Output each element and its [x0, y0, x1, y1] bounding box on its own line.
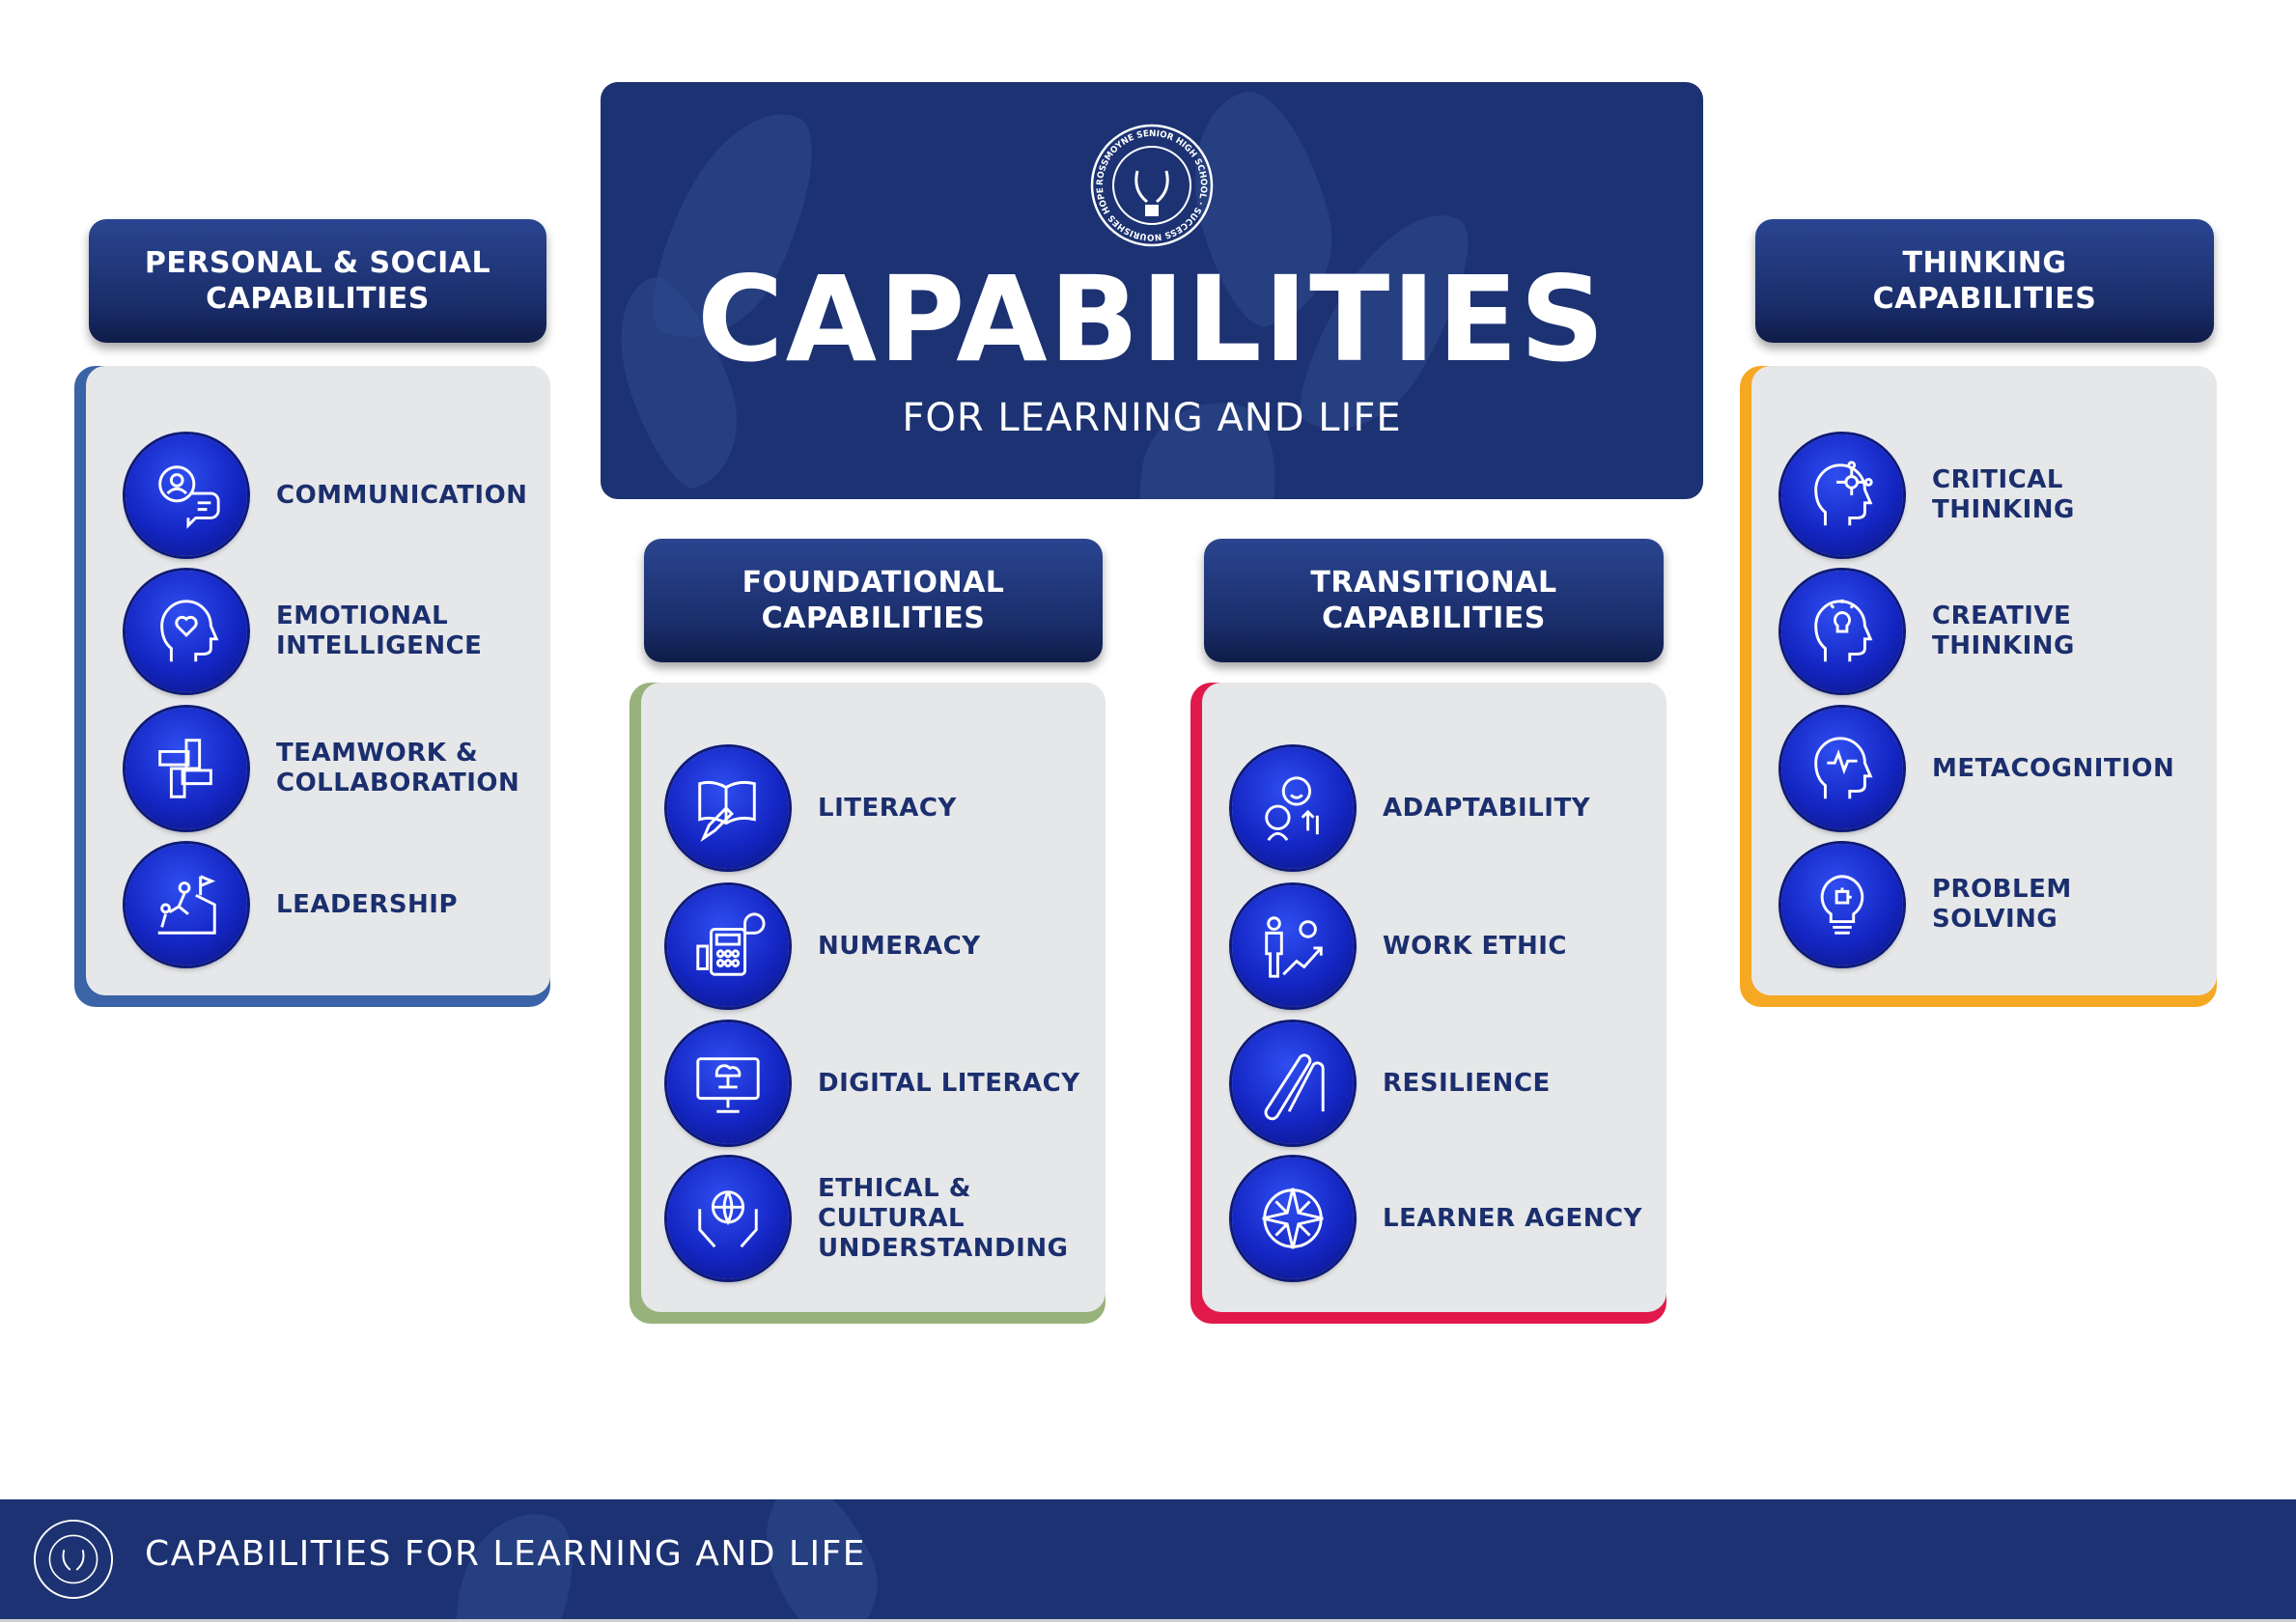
hands-together-icon — [126, 708, 247, 829]
capability-item: COMMUNICATION — [126, 434, 528, 556]
capability-label: LEADERSHIP — [276, 889, 459, 919]
heading-transitional: TRANSITIONAL CAPABILITIES — [1204, 539, 1664, 662]
capability-label: EMOTIONAL INTELLIGENCE — [276, 601, 483, 660]
capability-item: WORK ETHIC — [1232, 885, 1567, 1007]
monitor-cloud-icon — [667, 1022, 789, 1144]
capability-label: WORK ETHIC — [1383, 931, 1568, 961]
title-banner: ROSSMOYNE SENIOR HIGH SCHOOL · SUCCESS N… — [601, 82, 1703, 499]
capability-label: DIGITAL LITERACY — [818, 1068, 1080, 1098]
capability-label: CRITICAL THINKING — [1932, 465, 2075, 524]
capability-item: ETHICAL & CULTURAL UNDERSTANDING — [667, 1158, 1107, 1279]
capability-item: LEARNER AGENCY — [1232, 1158, 1642, 1279]
page-subtitle: FOR LEARNING AND LIFE — [902, 396, 1402, 440]
climb-flag-icon — [126, 844, 247, 965]
capability-item: PROBLEM SOLVING — [1781, 844, 2202, 965]
capability-item: CREATIVE THINKING — [1781, 571, 2202, 692]
footer-text: CAPABILITIES FOR LEARNING AND LIFE — [145, 1534, 867, 1574]
school-crest-logo: ROSSMOYNE SENIOR HIGH SCHOOL · SUCCESS N… — [1090, 124, 1214, 247]
capability-item: RESILIENCE — [1232, 1022, 1551, 1144]
capability-item: NUMERACY — [667, 885, 981, 1007]
bent-bars-icon — [1232, 1022, 1354, 1144]
heading-personal-social: PERSONAL & SOCIAL CAPABILITIES — [89, 219, 546, 343]
capability-item: TEAMWORK & COLLABORATION — [126, 708, 520, 829]
capability-label: TEAMWORK & COLLABORATION — [276, 739, 520, 797]
capability-label: ADAPTABILITY — [1383, 793, 1591, 823]
compass-icon — [1232, 1158, 1354, 1279]
capability-label: LITERACY — [818, 793, 957, 823]
capability-label: LEARNER AGENCY — [1383, 1203, 1642, 1233]
head-bulb-icon — [1781, 571, 1903, 692]
capability-label: ETHICAL & CULTURAL UNDERSTANDING — [818, 1173, 1069, 1263]
speech-person-icon — [126, 434, 247, 556]
capability-item: LEADERSHIP — [126, 844, 458, 965]
footer-crest-logo — [33, 1519, 114, 1600]
capability-label: RESILIENCE — [1383, 1068, 1551, 1098]
bottom-divider — [0, 1619, 2296, 1622]
person-growth-icon — [1232, 885, 1354, 1007]
capability-item: DIGITAL LITERACY — [667, 1022, 1080, 1144]
capability-label: COMMUNICATION — [276, 480, 528, 510]
capability-label: METACOGNITION — [1932, 753, 2175, 783]
book-pencil-icon — [667, 747, 789, 869]
heading-thinking: THINKING CAPABILITIES — [1755, 219, 2214, 343]
calculator-icon — [667, 885, 789, 1007]
capability-item: EMOTIONAL INTELLIGENCE — [126, 571, 498, 692]
page-title: CAPABILITIES — [697, 251, 1607, 388]
globe-hands-icon — [667, 1158, 789, 1279]
head-heart-icon — [126, 571, 247, 692]
heading-foundational: FOUNDATIONAL CAPABILITIES — [644, 539, 1103, 662]
capability-item: LITERACY — [667, 747, 957, 869]
head-network-icon — [1781, 434, 1903, 556]
bulb-puzzle-icon — [1781, 844, 1903, 965]
head-brainwave-icon — [1781, 708, 1903, 829]
capability-item: CRITICAL THINKING — [1781, 434, 2202, 556]
capability-item: METACOGNITION — [1781, 708, 2174, 829]
capability-label: PROBLEM SOLVING — [1932, 875, 2072, 934]
capability-label: NUMERACY — [818, 931, 981, 961]
footer-bar: CAPABILITIES FOR LEARNING AND LIFE — [0, 1499, 2296, 1619]
capability-label: CREATIVE THINKING — [1932, 601, 2075, 660]
capability-item: ADAPTABILITY — [1232, 747, 1590, 869]
faces-arrows-icon — [1232, 747, 1354, 869]
